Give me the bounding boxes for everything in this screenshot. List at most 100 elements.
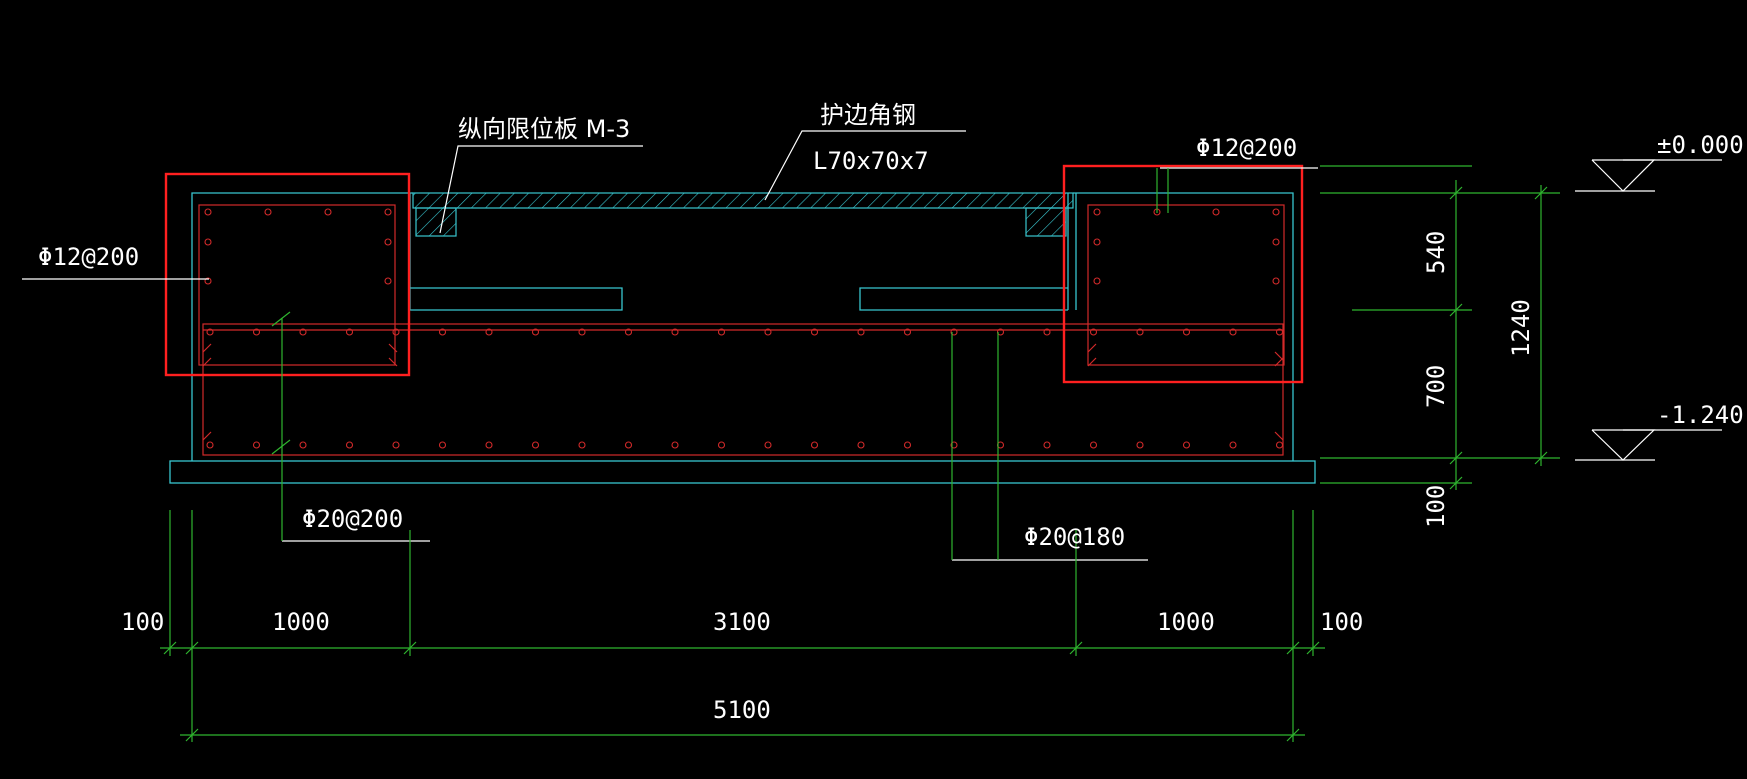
label-edge-angle-title: 护边角钢 [820, 101, 916, 129]
rebar-dot [1182, 441, 1191, 449]
base-slab [169, 460, 1316, 484]
rebar-dot [384, 208, 392, 216]
rebar-dot [1182, 328, 1191, 336]
edge-angle-steel [412, 192, 1074, 209]
label-rebar-bottom-right: Φ20@180 [1024, 523, 1125, 551]
rebar-dot [1275, 328, 1284, 336]
label-edge-angle-spec: L70x70x7 [813, 147, 929, 175]
left-upper-cage [198, 204, 396, 366]
rebar-dot [1229, 328, 1237, 336]
rebar-dot [299, 328, 307, 336]
rebar-dot [1089, 441, 1098, 449]
rebar-dot [857, 441, 865, 449]
rebar-dot [764, 441, 772, 449]
label-rebar-right-top: Φ12@200 [1196, 134, 1297, 162]
bottom-cage [202, 323, 1284, 456]
hook-mark [202, 343, 212, 367]
rebar-dot [264, 208, 272, 216]
rebar-dot [1275, 441, 1284, 449]
highlight-box-right [1062, 164, 1304, 384]
label-rebar-left: Φ12@200 [38, 243, 139, 271]
rebar-dot [1043, 328, 1051, 336]
elevation-top-label: ±0.000 [1657, 131, 1744, 159]
rebar-dot [206, 328, 214, 336]
rebar-dot [392, 328, 400, 336]
rebar-dot [324, 208, 332, 216]
rebar-dot [204, 208, 212, 216]
rebar-dot [1089, 328, 1098, 336]
rebar-dot [392, 441, 400, 449]
rebar-dot [671, 441, 679, 449]
rebar-dot [810, 328, 819, 336]
rebar-dot [671, 328, 679, 336]
pit-step-right [859, 287, 1068, 311]
rebar-cages [198, 204, 1285, 456]
dim-right-wall: 1000 [1157, 608, 1215, 636]
rebar-dot [717, 441, 726, 449]
rebar-dot [764, 328, 772, 336]
rebar-dot [485, 328, 493, 336]
rebar-dot [950, 441, 958, 449]
rebar-dot [299, 441, 307, 449]
elevation-mark-bottom [1575, 429, 1722, 461]
dim-total: 5100 [713, 696, 771, 724]
elevation-mark-top [1575, 159, 1722, 192]
rebar-dot [204, 238, 212, 246]
rebar-dot [903, 441, 912, 449]
dimensions-right [1320, 165, 1560, 490]
rebar-dot [1093, 238, 1101, 246]
rebar-dot [578, 441, 586, 449]
rebar-dot [252, 328, 261, 336]
dim-center: 3100 [713, 608, 771, 636]
rebar-dot [485, 441, 493, 449]
rebar-dot [1272, 238, 1280, 246]
rebar-dot [531, 328, 540, 336]
rebar-dot [1272, 277, 1280, 285]
rebar-dot [345, 328, 354, 336]
right-wall-outline [1073, 192, 1294, 461]
dim-right-total: 1240 [1507, 299, 1535, 357]
rebar-dot [950, 328, 958, 336]
rebar-dot [1212, 208, 1220, 216]
rebar-dot [438, 328, 447, 336]
dim-right-lower: 700 [1422, 365, 1450, 408]
rebar-dot [903, 328, 912, 336]
right-upper-cage [1087, 204, 1285, 366]
rebar-dot [384, 277, 392, 285]
rebar-leaders [271, 168, 1169, 560]
label-rebar-bottom-left: Φ20@200 [302, 505, 403, 533]
rebar-dot [438, 441, 447, 449]
limit-plate-right [1025, 207, 1067, 237]
rebar-dot [384, 238, 392, 246]
limit-plate-left [415, 207, 457, 237]
rebar-dot [531, 441, 540, 449]
label-limit-plate: 纵向限位板 M-3 [458, 115, 630, 143]
rebar-dot [1093, 208, 1101, 216]
rebar-dot [810, 441, 819, 449]
rebar-dot [1093, 277, 1101, 285]
rebar-dot [1136, 441, 1144, 449]
rebar-dot [1229, 441, 1237, 449]
rebar-dot [204, 277, 212, 285]
rebar-dot [624, 441, 633, 449]
rebar-dot [252, 441, 261, 449]
dimensions-bottom [160, 510, 1325, 742]
elevation-bottom-label: -1.240 [1657, 401, 1744, 429]
rebar-dot [857, 328, 865, 336]
rebar-dot [1272, 208, 1280, 216]
rebar-dot [1136, 328, 1144, 336]
rebar-dots [204, 208, 1284, 449]
rebar-dot [624, 328, 633, 336]
dim-right-edge: 100 [1320, 608, 1363, 636]
left-wall-outline [191, 192, 413, 461]
leader-lines [22, 130, 1318, 561]
rebar-dot [345, 441, 354, 449]
rebar-dot [1043, 441, 1051, 449]
rebar-dot [717, 328, 726, 336]
dim-right-upper: 540 [1422, 231, 1450, 274]
rebar-dot [206, 441, 214, 449]
highlight-box-left [164, 172, 411, 377]
dim-right-base: 100 [1422, 485, 1450, 528]
dim-left-edge: 100 [121, 608, 164, 636]
